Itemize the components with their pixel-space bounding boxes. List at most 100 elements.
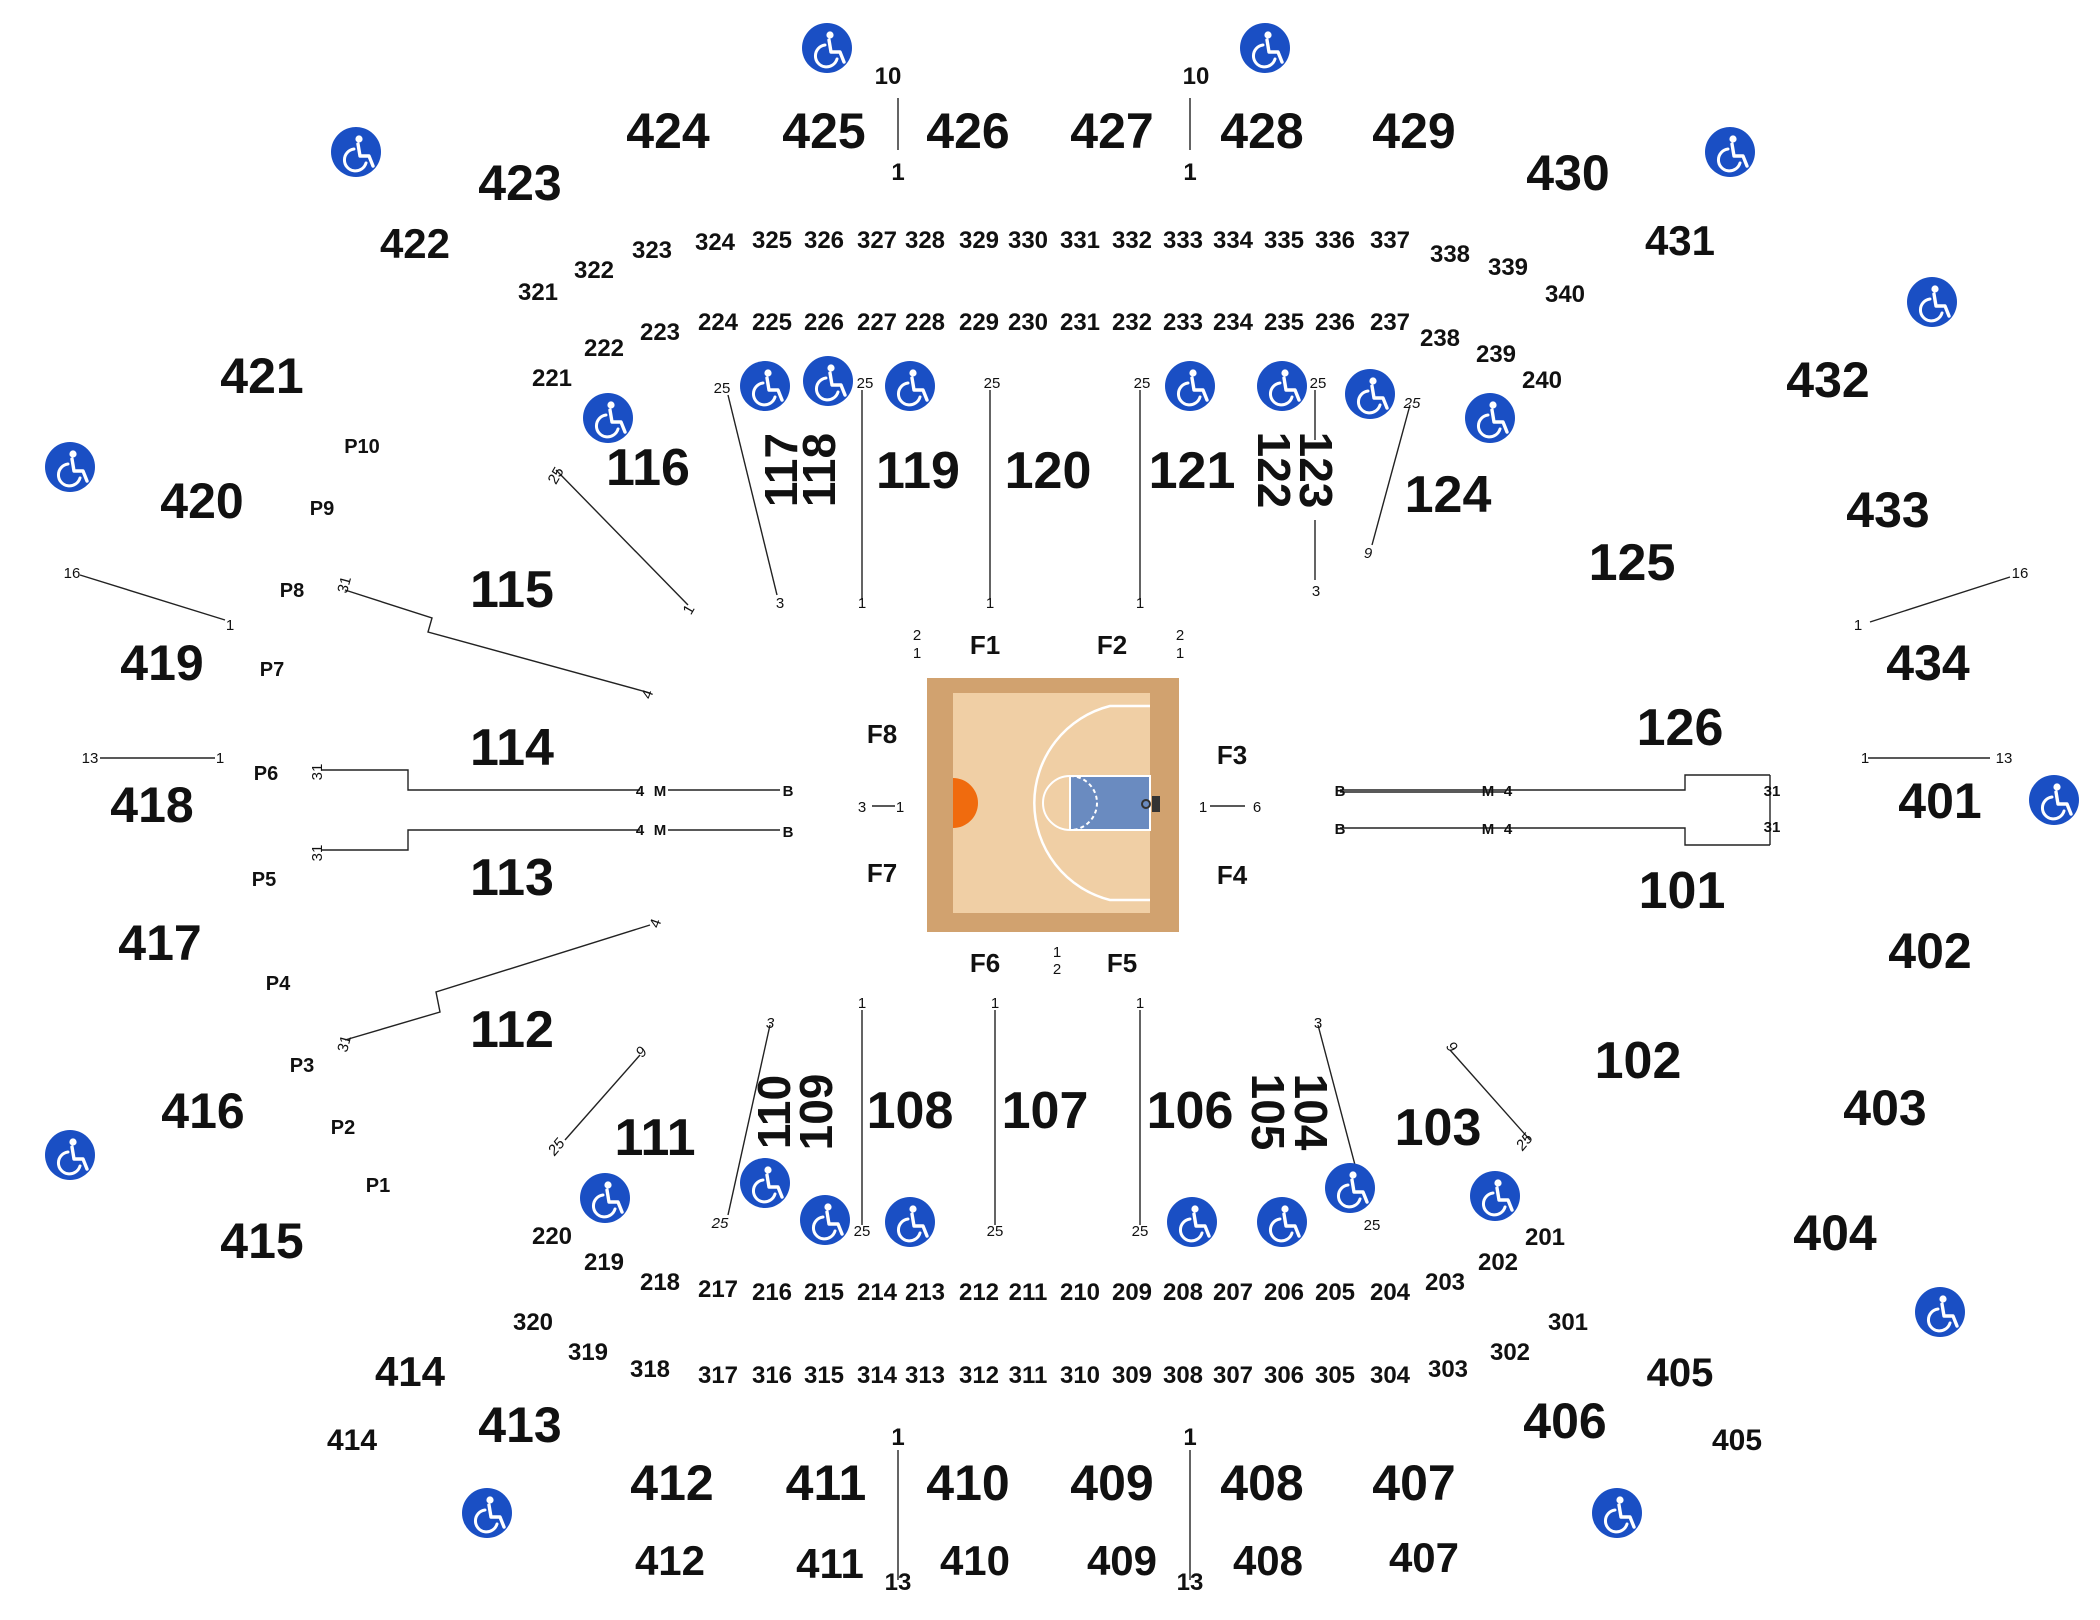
section-126[interactable]: 126	[1637, 699, 1724, 757]
section-304[interactable]: 304	[1370, 1362, 1411, 1389]
section-209[interactable]: 209	[1112, 1279, 1152, 1306]
section-434[interactable]: 434	[1886, 635, 1970, 691]
wheelchair-accessible-icon[interactable]	[43, 440, 97, 494]
wheelchair-accessible-icon[interactable]	[1703, 125, 1757, 179]
section-433[interactable]: 433	[1846, 482, 1929, 538]
section-205[interactable]: 205	[1315, 1279, 1355, 1306]
section-213[interactable]: 213	[905, 1279, 945, 1306]
section-415[interactable]: 415	[220, 1213, 303, 1269]
section-410-lower[interactable]: 410	[940, 1537, 1010, 1584]
wheelchair-accessible-icon[interactable]	[798, 1193, 852, 1247]
section-230[interactable]: 230	[1008, 309, 1048, 336]
section-214[interactable]: 214	[857, 1279, 898, 1306]
section-323[interactable]: 323	[632, 237, 672, 264]
section-101[interactable]: 101	[1639, 862, 1726, 920]
section-206[interactable]: 206	[1264, 1279, 1304, 1306]
section-309[interactable]: 309	[1112, 1362, 1152, 1389]
section-337[interactable]: 337	[1370, 227, 1410, 254]
section-210[interactable]: 210	[1060, 1279, 1100, 1306]
section-408-lower[interactable]: 408	[1233, 1537, 1303, 1584]
section-238[interactable]: 238	[1420, 325, 1460, 352]
section-402[interactable]: 402	[1888, 923, 1971, 979]
section-234[interactable]: 234	[1213, 309, 1254, 336]
section-427[interactable]: 427	[1070, 103, 1153, 159]
section-225[interactable]: 225	[752, 309, 792, 336]
section-322[interactable]: 322	[574, 257, 614, 284]
section-313[interactable]: 313	[905, 1362, 945, 1389]
section-417[interactable]: 417	[118, 915, 201, 971]
wheelchair-accessible-icon[interactable]	[1163, 359, 1217, 413]
section-226[interactable]: 226	[804, 309, 844, 336]
section-325[interactable]: 325	[752, 227, 792, 254]
wheelchair-accessible-icon[interactable]	[1255, 359, 1309, 413]
wheelchair-accessible-icon[interactable]	[1590, 1486, 1644, 1540]
section-339[interactable]: 339	[1488, 254, 1528, 281]
section-p7[interactable]: P7	[260, 659, 284, 681]
section-306[interactable]: 306	[1264, 1362, 1304, 1389]
section-p9[interactable]: P9	[310, 498, 334, 520]
section-104[interactable]: 104	[1285, 1074, 1337, 1151]
section-410[interactable]: 410	[926, 1455, 1009, 1511]
wheelchair-accessible-icon[interactable]	[1468, 1169, 1522, 1223]
wheelchair-accessible-icon[interactable]	[1165, 1195, 1219, 1249]
section-330[interactable]: 330	[1008, 227, 1048, 254]
section-204[interactable]: 204	[1370, 1279, 1411, 1306]
section-319[interactable]: 319	[568, 1339, 608, 1366]
wheelchair-accessible-icon[interactable]	[1323, 1161, 1377, 1215]
section-115[interactable]: 115	[470, 561, 554, 619]
section-411-lower[interactable]: 411	[796, 1540, 864, 1587]
section-401[interactable]: 401	[1898, 773, 1981, 829]
wheelchair-accessible-icon[interactable]	[329, 125, 383, 179]
section-317[interactable]: 317	[698, 1362, 738, 1389]
section-334[interactable]: 334	[1213, 227, 1254, 254]
section-123[interactable]: 123	[1290, 432, 1342, 509]
section-228[interactable]: 228	[905, 309, 945, 336]
section-211[interactable]: 211	[1009, 1279, 1048, 1306]
section-405[interactable]: 405	[1647, 1351, 1714, 1395]
section-430[interactable]: 430	[1526, 145, 1609, 201]
section-224[interactable]: 224	[698, 309, 739, 336]
section-208[interactable]: 208	[1163, 1279, 1203, 1306]
wheelchair-accessible-icon[interactable]	[883, 1195, 937, 1249]
section-327[interactable]: 327	[857, 227, 897, 254]
section-308[interactable]: 308	[1163, 1362, 1203, 1389]
section-222[interactable]: 222	[584, 335, 624, 362]
section-408[interactable]: 408	[1220, 1455, 1303, 1511]
section-p2[interactable]: P2	[331, 1117, 355, 1139]
section-303[interactable]: 303	[1428, 1356, 1468, 1383]
section-329[interactable]: 329	[959, 227, 999, 254]
section-108[interactable]: 108	[867, 1082, 954, 1140]
section-107[interactable]: 107	[1002, 1082, 1089, 1140]
wheelchair-accessible-icon[interactable]	[738, 359, 792, 413]
section-113[interactable]: 113	[470, 849, 554, 907]
section-412[interactable]: 412	[630, 1455, 713, 1511]
section-321[interactable]: 321	[518, 279, 558, 306]
section-316[interactable]: 316	[752, 1362, 792, 1389]
section-318[interactable]: 318	[630, 1356, 670, 1383]
section-233[interactable]: 233	[1163, 309, 1203, 336]
section-215[interactable]: 215	[804, 1279, 844, 1306]
section-407[interactable]: 407	[1372, 1455, 1455, 1511]
wheelchair-accessible-icon[interactable]	[1905, 275, 1959, 329]
wheelchair-accessible-icon[interactable]	[1343, 367, 1397, 421]
section-203[interactable]: 203	[1425, 1269, 1465, 1296]
section-f7[interactable]: F7	[867, 858, 897, 888]
section-314[interactable]: 314	[857, 1362, 898, 1389]
section-f3[interactable]: F3	[1217, 740, 1247, 770]
section-202[interactable]: 202	[1478, 1249, 1518, 1276]
section-315[interactable]: 315	[804, 1362, 844, 1389]
section-102[interactable]: 102	[1595, 1032, 1682, 1090]
section-422[interactable]: 422	[380, 220, 450, 267]
section-217[interactable]: 217	[698, 1276, 738, 1303]
section-f6[interactable]: F6	[970, 948, 1000, 978]
section-333[interactable]: 333	[1163, 227, 1203, 254]
wheelchair-accessible-icon[interactable]	[43, 1128, 97, 1182]
section-232[interactable]: 232	[1112, 309, 1152, 336]
wheelchair-accessible-icon[interactable]	[1238, 21, 1292, 75]
section-231[interactable]: 231	[1060, 309, 1100, 336]
section-423[interactable]: 423	[478, 155, 561, 211]
wheelchair-accessible-icon[interactable]	[578, 1171, 632, 1225]
section-310[interactable]: 310	[1060, 1362, 1100, 1389]
section-p1[interactable]: P1	[366, 1175, 390, 1197]
section-239[interactable]: 239	[1476, 341, 1516, 368]
